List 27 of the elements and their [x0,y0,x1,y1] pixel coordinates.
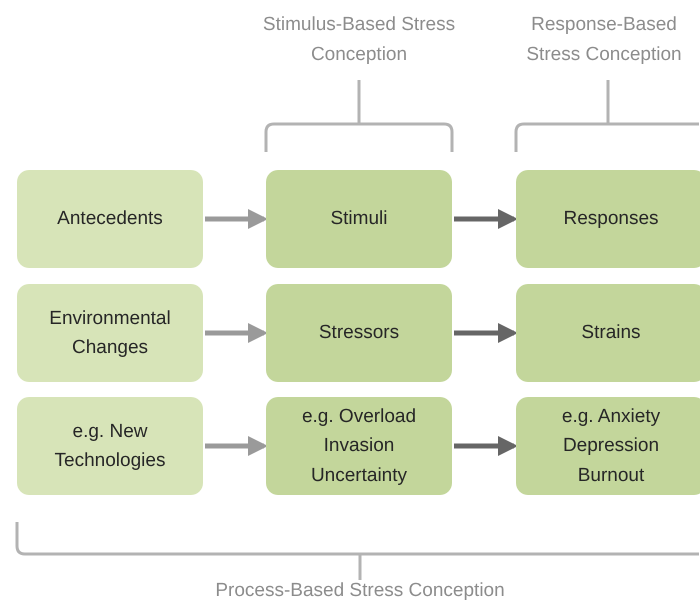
process-box [266,397,452,495]
box-label: Strains [581,321,641,346]
box-label: Environmental Changes [48,306,172,360]
arrow [454,436,518,456]
process-box [266,170,452,268]
box-label: Responses [563,207,659,232]
box-label: Antecedents [57,207,163,232]
arrow [205,436,268,456]
box-label: Stressors [318,321,400,346]
bracket-label: Response-Based Stress Conception [525,13,683,68]
process-box [17,284,203,382]
process-box [516,170,700,268]
process-box [17,397,203,495]
bracket-label: Process-Based Stress Conception [214,579,506,603]
arrow [205,209,268,229]
process-box [516,397,700,495]
bracket-label: Stimulus-Based Stress Conception [262,13,456,68]
process-box [17,170,203,268]
box-label: e.g. New Technologies [54,420,166,473]
process-box [266,284,452,382]
box-label: e.g. Anxiety Depression Burnout [560,404,662,488]
box-label: e.g. Overload Invasion Uncertainty [300,404,418,488]
arrow [205,323,268,343]
process-box [516,284,700,382]
arrow [454,323,518,343]
box-label: Stimuli [330,207,388,232]
arrow [454,209,518,229]
